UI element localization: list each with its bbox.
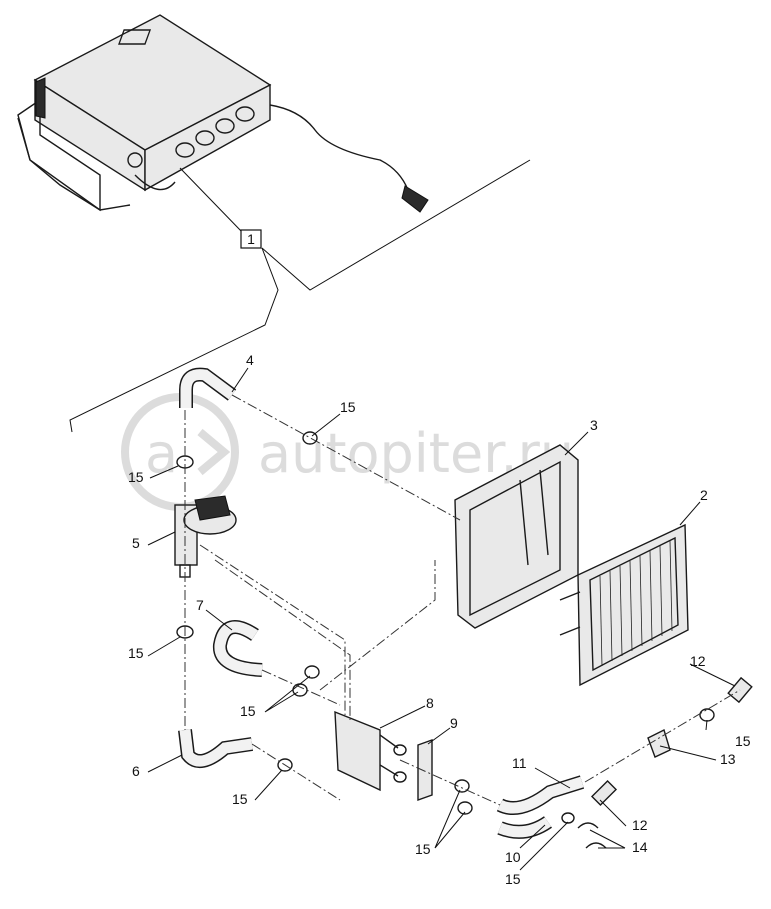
heater-core	[559, 523, 689, 687]
callout-15-label-e: 15	[232, 791, 248, 807]
callout-12-label-top: 12	[690, 653, 706, 669]
hose-11	[496, 775, 585, 815]
valve-bracket-8	[334, 710, 407, 792]
callout-8-label: 8	[426, 695, 434, 711]
callout-5-label: 5	[132, 535, 140, 551]
gasket-9	[417, 739, 433, 801]
callout-15-label-f: 15	[415, 841, 431, 857]
callout-13-label: 13	[720, 751, 736, 767]
hose-4	[179, 367, 237, 408]
hose-6	[178, 729, 254, 769]
clips-14	[577, 822, 607, 849]
hose-7	[213, 620, 263, 677]
ref-lines-1	[69, 159, 531, 433]
callout-10-label: 10	[505, 849, 521, 865]
callout-3-label: 3	[590, 417, 598, 433]
callout-12-label-lower: 12	[632, 817, 648, 833]
callout-6-label: 6	[132, 763, 140, 779]
leader-lines	[147, 367, 736, 871]
callout-2-label: 2	[700, 487, 708, 503]
callout-15-label-a: 15	[340, 399, 356, 415]
callout-1: 1	[240, 229, 262, 249]
callout-14-label: 14	[632, 839, 648, 855]
hose-10	[497, 816, 552, 839]
callout-15-label-h: 15	[735, 733, 751, 749]
watermark-glyph: a	[145, 422, 178, 485]
assembly-lines	[184, 394, 741, 806]
callout-15-label-b: 15	[128, 469, 144, 485]
pump-5	[174, 495, 237, 578]
heater-unit	[17, 14, 429, 213]
callout-15-label-d: 15	[240, 703, 256, 719]
callout-7-label: 7	[196, 597, 204, 613]
callout-4-label: 4	[246, 352, 254, 368]
callout-15-label-g: 15	[505, 871, 521, 887]
connector-13	[647, 729, 671, 758]
callout-11-label: 11	[512, 755, 527, 771]
callout-1-label: 1	[247, 231, 255, 247]
radiator-housing	[454, 444, 579, 629]
callout-15-label-c: 15	[128, 645, 144, 661]
callout-9-label: 9	[450, 715, 458, 731]
fitting-12-lower	[590, 779, 618, 807]
